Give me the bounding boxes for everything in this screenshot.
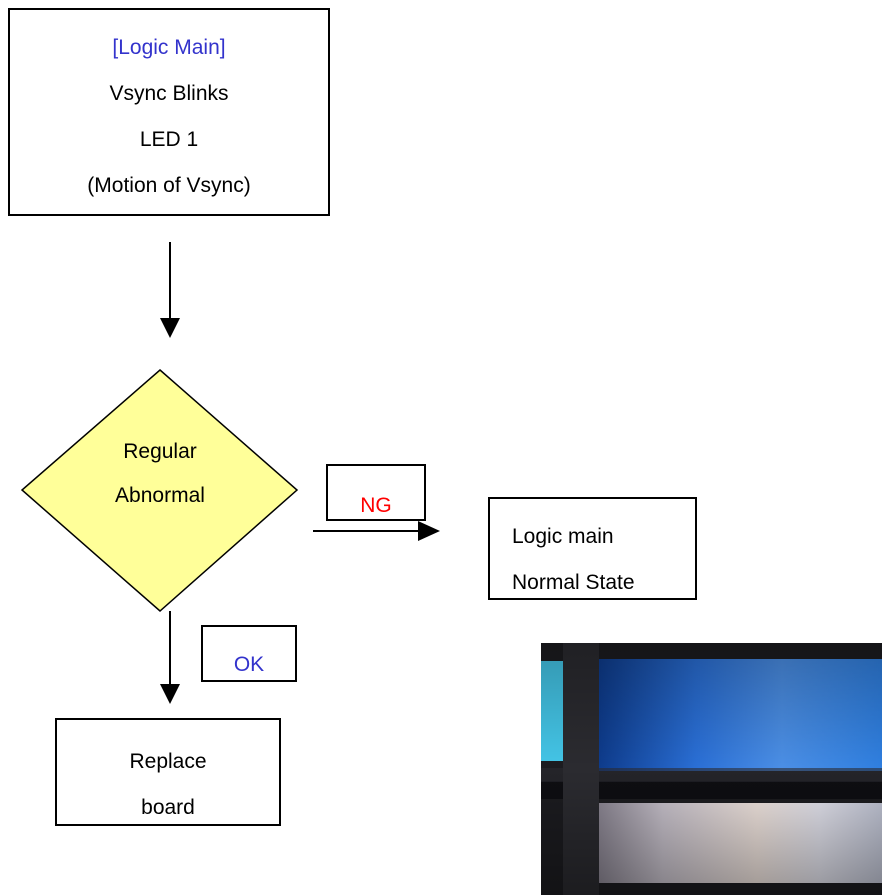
decision-line1: Regular	[123, 440, 197, 463]
ok-result-line2: board	[141, 796, 195, 819]
start-box-line3: (Motion of Vsync)	[87, 174, 251, 197]
ng-label: NG	[360, 494, 392, 517]
ng-result-line1: Logic main	[512, 525, 614, 548]
ok-result-line1: Replace	[129, 750, 207, 773]
decision-line2: Abnormal	[115, 484, 205, 507]
screen-photo	[541, 643, 882, 895]
arrowhead-down-2	[160, 684, 180, 704]
start-box-line1: Vsync Blinks	[109, 82, 229, 105]
start-box-line2: LED 1	[139, 128, 199, 151]
decision-diamond	[20, 369, 299, 612]
ok-result-box: Replace board	[55, 718, 281, 826]
ng-label-box: NG	[326, 464, 426, 521]
arrowhead-down-1	[160, 318, 180, 338]
decision-text: Regular Abnormal	[60, 440, 260, 520]
start-box-title: [Logic Main]	[112, 36, 226, 59]
screen-photo-image	[541, 643, 882, 895]
ng-result-box: Logic main Normal State	[488, 497, 697, 600]
ok-label: OK	[233, 653, 265, 676]
arrowhead-right	[418, 521, 440, 541]
start-box: [Logic Main] Vsync Blinks LED 1 (Motion …	[8, 8, 330, 216]
ng-result-line2: Normal State	[512, 571, 635, 594]
ok-label-box: OK	[201, 625, 297, 682]
